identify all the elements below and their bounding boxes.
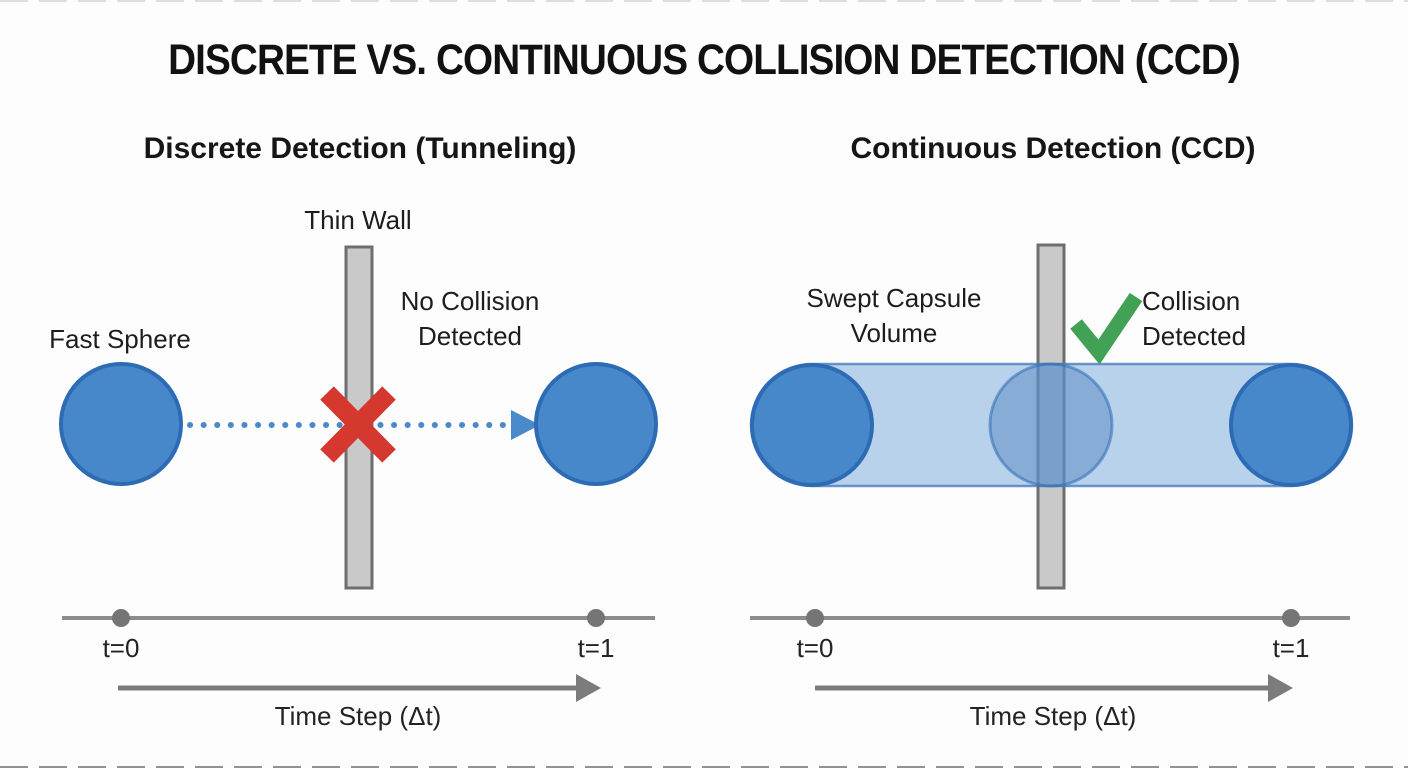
- timestep-arrowhead-right-icon: [1268, 674, 1293, 702]
- timestep-right-label: Time Step (Δt): [969, 701, 1137, 731]
- top-crop-artifact: [0, 0, 1408, 2]
- timestep-arrowhead-left-icon: [576, 674, 601, 702]
- timeline-right-t0-label: t=0: [796, 633, 834, 663]
- timeline-left-dot-t0: [112, 609, 130, 627]
- timeline-right-dot-t0: [806, 609, 824, 627]
- sphere-right-t1: [1229, 363, 1353, 487]
- right-panel-title: Continuous Detection (CCD): [850, 132, 1256, 165]
- red-x-icon: [320, 386, 396, 463]
- trajectory-arrowhead-icon: [511, 410, 540, 440]
- timeline-left-t1-label: t=1: [577, 633, 615, 663]
- timeline-left-dot-t1: [587, 609, 605, 627]
- left-panel-title: Discrete Detection (Tunneling): [143, 132, 577, 165]
- bottom-crop-artifact: [0, 766, 1408, 768]
- sphere-right-t0: [750, 363, 874, 487]
- timeline-right-t1-label: t=1: [1272, 633, 1310, 663]
- swept-capsule-label: Swept Capsule Volume: [806, 283, 982, 348]
- sphere-left-t1: [534, 362, 658, 486]
- fast-sphere-label: Fast Sphere: [49, 324, 191, 354]
- green-checkmark-icon: [1070, 292, 1143, 365]
- timestep-left-label: Time Step (Δt): [274, 701, 442, 731]
- page-title: DISCRETE VS. CONTINUOUS COLLISION DETECT…: [168, 36, 1241, 84]
- no-collision-label: No Collision Detected: [400, 286, 540, 351]
- sphere-ghost-impact: [988, 362, 1114, 488]
- thin-wall-label: Thin Wall: [304, 205, 412, 235]
- sphere-left-t0: [59, 362, 183, 486]
- timeline-right-dot-t1: [1282, 609, 1300, 627]
- collision-detected-label: Collision Detected: [1142, 286, 1247, 351]
- timeline-left-t0-label: t=0: [102, 633, 140, 663]
